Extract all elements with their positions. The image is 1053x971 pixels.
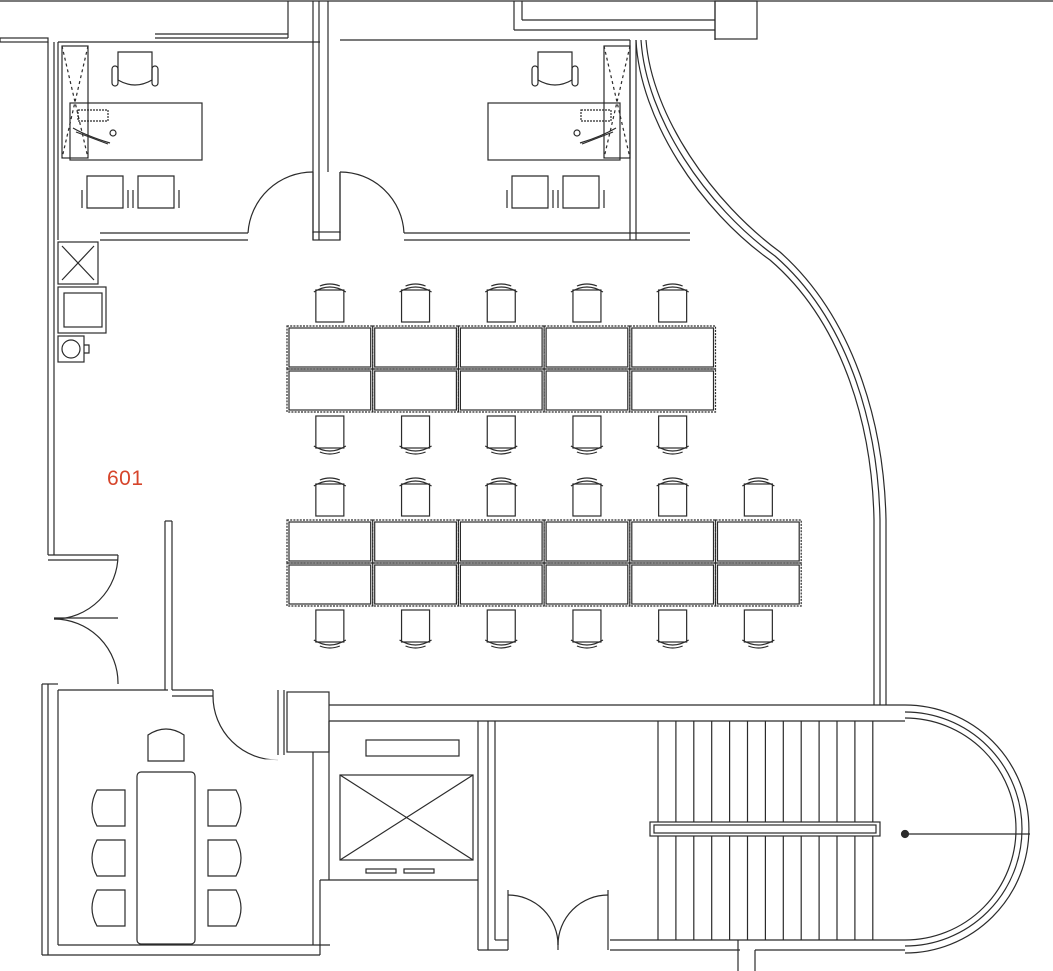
desk-chair	[484, 477, 518, 517]
desk	[714, 562, 802, 607]
desk-chair	[484, 283, 518, 323]
desk	[714, 519, 802, 564]
desk	[543, 562, 631, 607]
desk	[457, 368, 545, 413]
desk	[372, 325, 460, 370]
desk-chair	[570, 415, 604, 455]
desk-chair	[742, 609, 775, 649]
desk-chair	[570, 283, 604, 323]
desk-chair	[570, 609, 604, 649]
elevator-shaft	[339, 739, 474, 874]
desk	[629, 325, 717, 370]
desk-chair	[656, 477, 689, 517]
desk	[286, 368, 374, 413]
desk	[543, 368, 631, 413]
desk	[372, 368, 460, 413]
desk-chair	[484, 415, 518, 455]
desk-chair	[656, 415, 689, 455]
desk-chair	[656, 609, 689, 649]
desk	[372, 519, 460, 564]
desk-chair	[399, 477, 432, 517]
meeting-room-furniture	[91, 728, 242, 945]
desk-chair	[313, 283, 347, 323]
desk-chair	[742, 477, 775, 517]
desk	[629, 562, 717, 607]
desk-chair	[484, 609, 518, 649]
doors	[53, 171, 609, 950]
pantry-fixtures	[57, 241, 107, 363]
desk-chair	[656, 283, 689, 323]
desk	[629, 368, 717, 413]
desk-chair	[313, 415, 347, 455]
desk	[286, 562, 374, 607]
desk	[457, 325, 545, 370]
office-1-furniture	[61, 45, 203, 209]
room-number-label: 601	[107, 467, 144, 490]
desk-chair	[399, 609, 432, 649]
desk	[457, 519, 545, 564]
desk-chair	[399, 415, 432, 455]
desk	[543, 519, 631, 564]
desk-chair	[570, 477, 604, 517]
desk	[372, 562, 460, 607]
desk	[629, 519, 717, 564]
desk	[286, 519, 374, 564]
desk	[286, 325, 374, 370]
desk-chair	[313, 477, 347, 517]
workstation-clusters	[286, 283, 802, 649]
desk	[457, 562, 545, 607]
desk	[543, 325, 631, 370]
desk-chair	[313, 609, 347, 649]
desk-chair	[399, 283, 432, 323]
office-2-furniture	[487, 45, 631, 209]
